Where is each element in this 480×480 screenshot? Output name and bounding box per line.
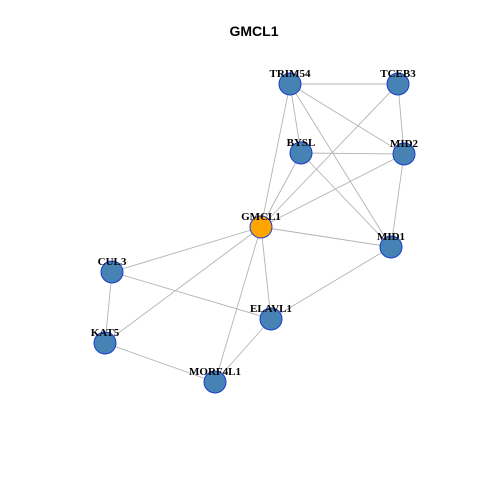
node-tceb3 [386, 72, 410, 96]
edge-tceb3-mid2 [397, 83, 405, 155]
node-elavl1 [259, 307, 283, 331]
edge-trim54-mid2 [289, 83, 405, 155]
edge-gmcl1-kat5 [104, 226, 262, 344]
node-mid2 [392, 142, 416, 166]
node-label-morf4l1: MORF4L1 [189, 366, 241, 378]
edge-gmcl1-elavl1 [260, 226, 272, 320]
node-cul3 [100, 260, 124, 284]
edge-elavl1-morf4l1 [214, 318, 272, 383]
edge-mid2-mid1 [390, 153, 405, 248]
edge-trim54-gmcl1 [260, 83, 291, 228]
node-layer [93, 72, 416, 394]
edge-mid2-gmcl1 [260, 153, 405, 228]
edge-bysl-gmcl1 [260, 152, 302, 228]
edge-trim54-mid1 [289, 83, 392, 248]
edge-gmcl1-mid1 [260, 226, 392, 248]
edge-bysl-mid2 [300, 152, 405, 155]
node-morf4l1 [203, 370, 227, 394]
node-label-bysl: BYSL [287, 137, 316, 149]
edge-gmcl1-cul3 [111, 226, 262, 273]
node-label-trim54: TRIM54 [270, 68, 311, 80]
edge-cul3-kat5 [104, 271, 113, 344]
node-label-gmcl1: GMCL1 [241, 211, 281, 223]
edge-cul3-elavl1 [111, 271, 272, 320]
node-label-mid2: MID2 [390, 138, 419, 150]
node-kat5 [93, 331, 117, 355]
node-label-kat5: KAT5 [91, 327, 120, 339]
node-mid1 [379, 235, 403, 259]
edge-gmcl1-morf4l1 [214, 226, 262, 383]
edge-tceb3-gmcl1 [260, 83, 399, 228]
node-bysl [289, 141, 313, 165]
node-label-elavl1: ELAVL1 [250, 303, 292, 315]
edge-trim54-bysl [289, 83, 302, 154]
edge-bysl-mid1 [300, 152, 392, 248]
edge-kat5-morf4l1 [104, 342, 216, 383]
edge-layer [104, 83, 405, 383]
edge-mid1-elavl1 [270, 246, 392, 320]
node-label-mid1: MID1 [377, 231, 405, 243]
node-trim54 [278, 72, 302, 96]
node-gmcl1 [249, 215, 273, 239]
diagram-title: GMCL1 [230, 23, 279, 39]
node-label-tceb3: TCEB3 [380, 68, 416, 80]
node-label-cul3: CUL3 [98, 256, 127, 268]
